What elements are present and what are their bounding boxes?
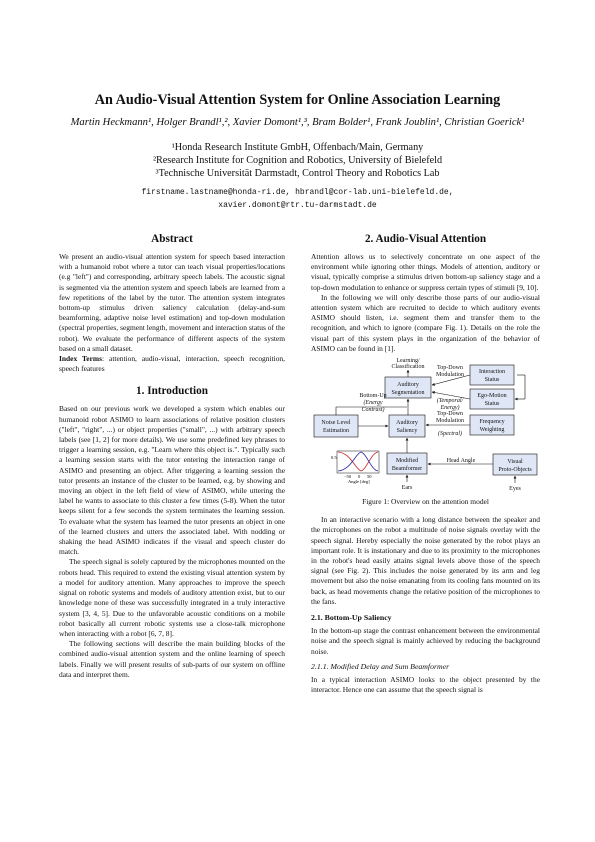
paper-title: An Audio-Visual Attention System for Onl… (94, 92, 501, 108)
td1-label-c: (Temporal/ (437, 397, 465, 404)
email-line-1: firstname.lastname@honda-ri.de, hbrandl@… (141, 188, 454, 197)
subsection-paragraph: In the bottom-up stage the contrast enha… (311, 626, 540, 656)
affiliation-3: ³Technische Universität Darmstadt, Contr… (155, 168, 440, 179)
section-paragraph-1: Attention allows us to selectively conce… (311, 252, 540, 292)
auditory-seg-label-2: Segmentation (392, 390, 425, 396)
bottom-up-label: Bottom-Up (359, 393, 386, 399)
intro-paragraph-1: Based on our previous work we developed … (59, 404, 285, 557)
auditory-saliency-box (388, 414, 426, 438)
right-column: 2. Audio-Visual Attention Attention allo… (311, 232, 540, 695)
section-paragraph-3: In an interactive scenario with a long d… (311, 515, 540, 606)
learning-label: Learning/ (396, 358, 420, 364)
eyes-label: Eyes (509, 486, 521, 492)
email-block: firstname.lastname@honda-ri.de, hbrandl@… (0, 186, 595, 212)
abstract-heading: Abstract (151, 233, 193, 245)
section-paragraph-2: In the following we will only describe t… (311, 292, 540, 353)
subsection-heading: 2.1. Bottom-Up Saliency (311, 613, 392, 623)
left-column: Abstract We present an audio-visual atte… (59, 232, 285, 680)
inset-x-tick-1: −50 (344, 474, 352, 479)
auditory-seg-label-1: Auditory (397, 382, 419, 388)
index-terms-text: : attention, audio-visual, interaction, … (59, 354, 285, 374)
visual-label-1: Visual (507, 459, 523, 465)
td2-label-c: (Spectral) (438, 430, 462, 437)
egomotion-label-2: Status (485, 401, 500, 407)
inset-y-tick: 0.5 (331, 455, 337, 460)
affiliation-2: ²Research Institute for Cognition and Ro… (152, 155, 443, 166)
interaction-label-2: Status (485, 377, 500, 383)
td1-label-d: Energy) (439, 404, 459, 411)
beamformer-label-1: Modified (396, 457, 418, 464)
bottom-up-contrast: Contrast) (361, 406, 384, 413)
inset-x-tick-2: 0 (358, 474, 361, 479)
index-terms-label: Index Terms (59, 354, 102, 364)
attention-model-figure: Learning/ Classification Auditory Segmen… (311, 357, 540, 495)
author-list: Martin Heckmann¹, Holger Brandl¹,², Xavi… (70, 117, 525, 128)
classification-label: Classification (392, 363, 425, 370)
visual-proto-objects-box (492, 453, 538, 476)
frequency-label-2: Weighting (480, 427, 505, 433)
beamformer-label-2: Beamformer (392, 465, 422, 472)
td2-label-b: Modulation (436, 418, 464, 424)
attention-model-diagram: Learning/ Classification Auditory Segmen… (313, 358, 538, 492)
figure-caption: Figure 1: Overview on the attention mode… (362, 497, 489, 507)
abstract-text: We present an audio-visual attention sys… (59, 252, 285, 353)
td2-label-a: Top-Down (437, 411, 463, 417)
inset-x-label: Angle [deg] (348, 479, 370, 484)
affiliation-1: ¹Honda Research Institute GmbH, Offenbac… (171, 142, 424, 153)
index-terms: Index Terms: attention, audio-visual, in… (59, 354, 285, 374)
head-angle-label: Head Angle (447, 458, 476, 464)
visual-label-2: Proto-Objects (498, 467, 532, 473)
noise-label-1: Noise Level (321, 420, 350, 426)
auditory-sal-label-2: Saliency (397, 428, 418, 434)
inset-x-tick-3: 50 (367, 474, 372, 479)
egomotion-label-1: Ego-Motion (477, 393, 506, 399)
section-heading: 2. Audio-Visual Attention (364, 233, 487, 245)
noise-label-2: Estimation (323, 428, 349, 434)
email-line-2: xavier.domont@rtr.tu-darmstadt.de (218, 201, 377, 210)
intro-paragraph-2: The speech signal is solely captured by … (59, 557, 285, 638)
intro-paragraph-3: The following sections will describe the… (59, 639, 285, 679)
interaction-label-1: Interaction (479, 369, 505, 375)
auditory-sal-label-1: Auditory (396, 420, 418, 426)
ears-label: Ears (402, 485, 413, 491)
intro-heading: 1. Introduction (136, 385, 208, 398)
beam-pattern-inset: 0.5 −50 0 50 Angle [deg] (331, 450, 380, 484)
affiliations: ¹Honda Research Institute GmbH, Offenbac… (0, 141, 595, 180)
subsubsection-paragraph: In a typical interaction ASIMO looks to … (311, 675, 540, 695)
td1-label-a: Top-Down (437, 365, 463, 371)
td1-label-b: Modulation (436, 372, 464, 378)
bottom-up-energy: (Energy (363, 399, 382, 406)
subsubsection-heading: 2.1.1. Modified Delay and Sum Beamformer (311, 661, 450, 671)
frequency-label-1: Frequency (479, 419, 504, 425)
